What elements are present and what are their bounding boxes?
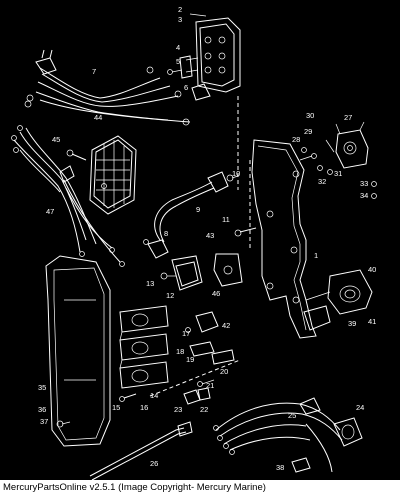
bolt-45 [66,149,87,161]
callout-43: 43 [206,231,214,240]
callout-31: 31 [334,169,342,178]
callout-26: 26 [150,459,158,468]
hardware-28-34 [301,139,377,199]
coil-pack-14 [119,305,169,389]
cable-26 [89,421,193,481]
parts-diagram: 2 3 4 5 6 7 44 45 47 10 9 11 8 43 13 12 … [11,5,377,481]
boot-8 [143,239,169,259]
callout-18: 18 [176,347,184,356]
callout-17: 17 [182,329,190,338]
cover-35 [45,255,111,447]
callout-42: 42 [222,321,230,330]
connector-22-23 [183,387,211,405]
callout-35: 35 [38,383,46,392]
callout-5: 5 [176,57,180,66]
bolt-37 [56,420,71,428]
callout-8: 8 [164,229,168,238]
callout-7: 7 [92,67,96,76]
coil-12-13 [160,255,203,291]
callout-labels: 2 3 4 5 6 7 44 45 47 10 9 11 8 43 13 12 … [38,5,376,472]
callout-40: 40 [368,265,376,274]
callout-6: 6 [184,83,188,92]
callout-25: 25 [288,411,296,420]
callout-12: 12 [166,291,174,300]
bracket-43 [213,253,243,287]
callout-47: 47 [46,207,54,216]
wire-harness-47 [11,125,125,267]
callout-13: 13 [146,279,154,288]
solenoid-27 [335,121,369,169]
callout-11: 11 [222,215,230,224]
callout-4: 4 [176,43,180,52]
connector-38 [291,457,311,473]
switch-42 [185,311,219,333]
callout-28: 28 [292,135,300,144]
callout-15: 15 [112,403,120,412]
callout-14: 14 [150,391,158,400]
bolt-11 [234,227,257,237]
callout-39: 39 [348,319,356,328]
small-parts-18-21 [149,341,241,397]
callout-37: 37 [40,417,48,426]
callout-33: 33 [360,179,368,188]
cap-39-40-41 [303,269,373,331]
callout-10: 10 [232,169,240,178]
coil-lead-9 [154,171,239,243]
wire-harness-7 [24,49,191,126]
callout-2: 2 [178,5,182,14]
callout-38: 38 [276,463,284,472]
callout-32: 32 [318,177,326,186]
callout-21: 21 [206,381,214,390]
callout-20: 20 [220,367,228,376]
callout-45: 45 [52,135,60,144]
callout-41: 41 [368,317,376,326]
callout-22: 22 [200,405,208,414]
callout-36: 36 [38,405,46,414]
callout-1: 1 [314,251,318,260]
callout-16: 16 [140,403,148,412]
callout-29: 29 [304,127,312,136]
callout-3: 3 [178,15,182,24]
mounting-plate-1 [251,139,317,339]
callout-30: 30 [306,111,314,120]
top-module-part [167,13,241,101]
callout-23: 23 [174,405,182,414]
copyright-footer: MercuryPartsOnline v2.5.1 (Image Copyrig… [0,480,400,496]
callout-27: 27 [344,113,352,122]
callout-19: 19 [186,355,194,364]
callout-24: 24 [356,403,364,412]
callout-44: 44 [94,113,102,122]
callout-46: 46 [212,289,220,298]
regulator-44 [89,135,137,215]
harness-24-25 [213,397,363,473]
bolts-15-16 [119,393,137,402]
callout-9: 9 [196,205,200,214]
callout-34: 34 [360,191,368,200]
